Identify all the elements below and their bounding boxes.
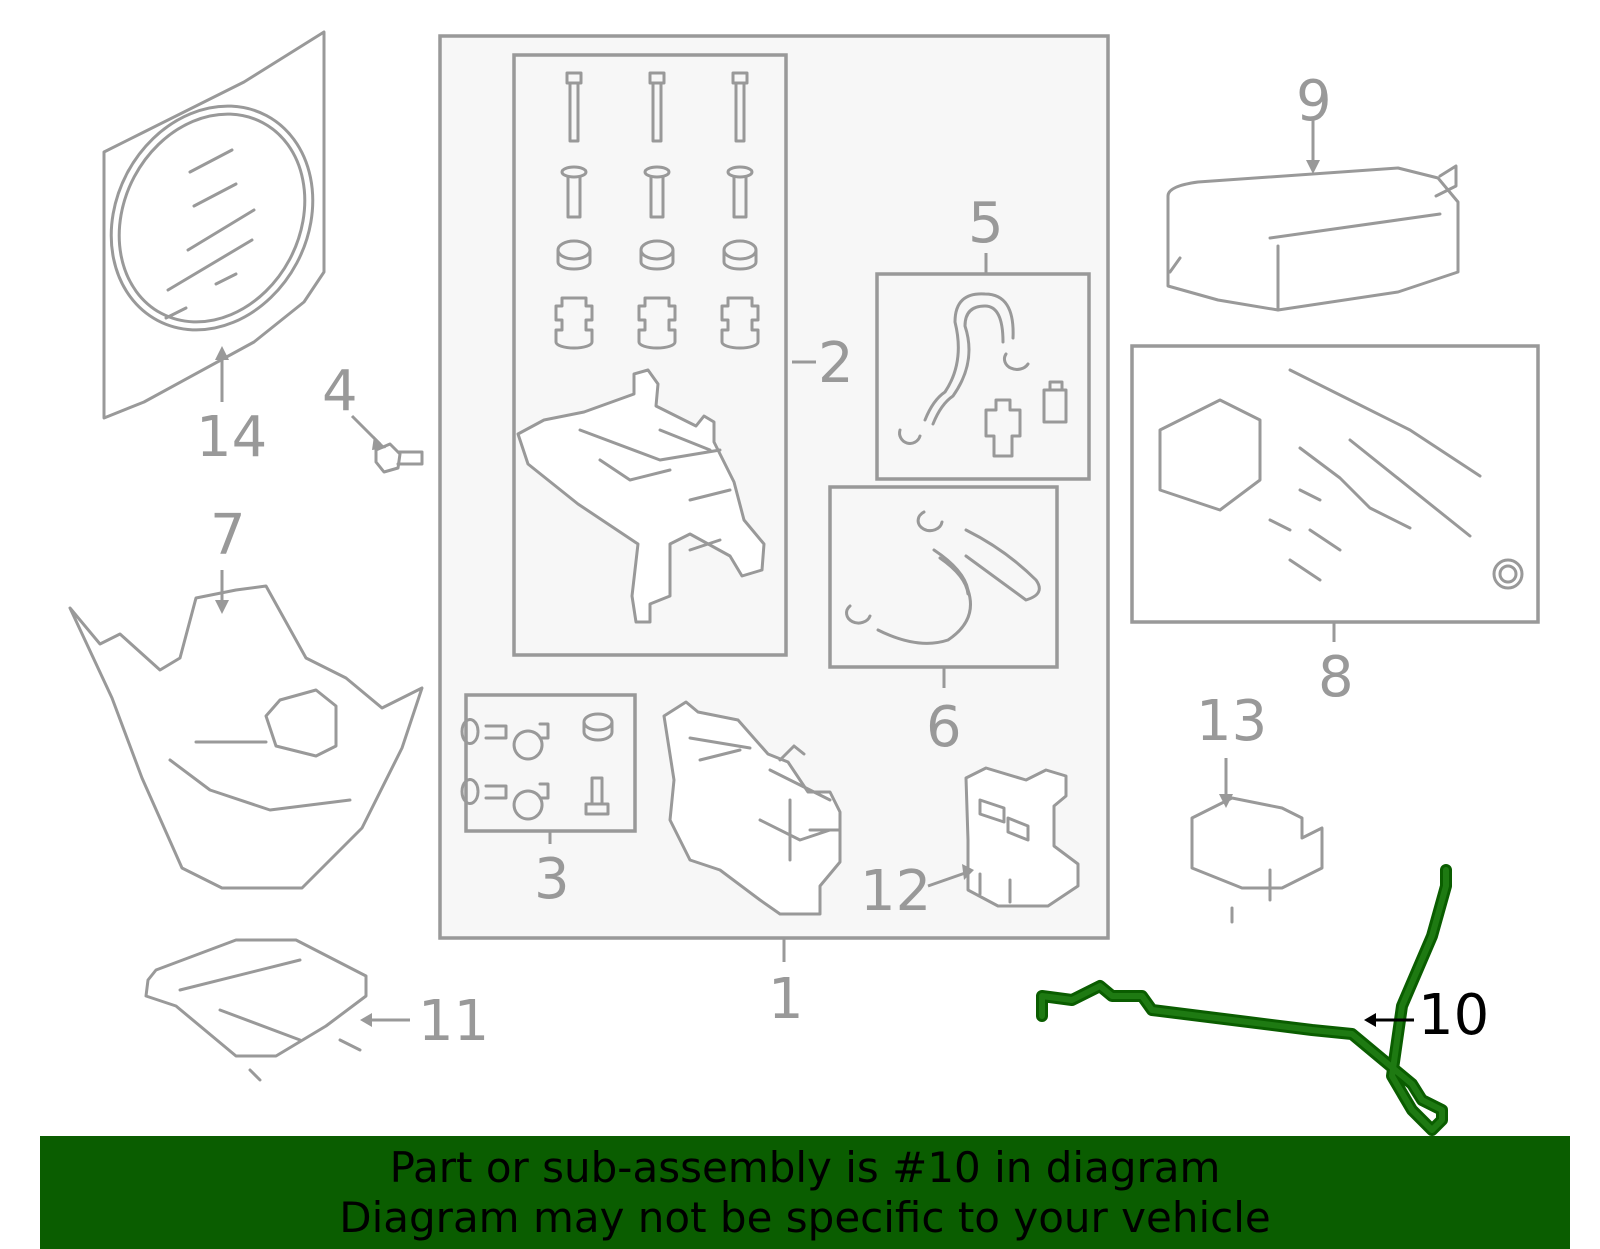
part-3-fasteners <box>460 712 614 821</box>
callout-6: 6 <box>926 695 962 760</box>
callout-1: 1 <box>768 967 804 1032</box>
part-11-module <box>144 938 368 1082</box>
part-6-hoses <box>845 510 1041 645</box>
part-2-hardware <box>516 71 766 624</box>
leader-lines <box>220 118 1336 1022</box>
callout-3: 3 <box>534 847 570 912</box>
callout-10: 10 <box>1418 983 1489 1048</box>
callout-12: 12 <box>860 859 931 924</box>
assembly-8-box <box>1130 344 1540 624</box>
arrow-head-10 <box>1364 1013 1376 1027</box>
arrow-heads <box>215 160 1320 1027</box>
banner-line-2: Diagram may not be specific to your vehi… <box>339 1192 1271 1242</box>
part-12-valve-block <box>964 766 1080 908</box>
part-8-fittings <box>1158 368 1524 590</box>
part-7-shield <box>68 584 424 890</box>
part-1-compressor <box>662 700 842 916</box>
part-10-hose-highlighted <box>1036 864 1452 1136</box>
assembly-5-box <box>875 272 1091 481</box>
callout-5: 5 <box>968 191 1004 256</box>
callout-8: 8 <box>1318 645 1354 710</box>
assembly-6-box <box>828 485 1059 669</box>
callout-13: 13 <box>1196 689 1267 754</box>
callout-7: 7 <box>210 503 246 568</box>
part-9-canister <box>1166 164 1460 312</box>
callout-11: 11 <box>418 989 489 1054</box>
callout-14: 14 <box>196 405 267 470</box>
part-13-sensor <box>1190 796 1324 924</box>
banner-line-1: Part or sub-assembly is #10 in diagram <box>389 1142 1221 1192</box>
part-14-repair-kit <box>102 30 326 420</box>
assembly-2-box <box>512 53 788 657</box>
info-banner: Part or sub-assembly is #10 in diagram D… <box>40 1136 1570 1249</box>
callout-4: 4 <box>322 359 358 424</box>
part-4-bolt <box>374 442 424 474</box>
callout-2: 2 <box>818 331 854 396</box>
callout-9: 9 <box>1296 69 1332 134</box>
assembly-3-box <box>464 693 637 833</box>
part-5-hose-valve <box>898 292 1068 458</box>
